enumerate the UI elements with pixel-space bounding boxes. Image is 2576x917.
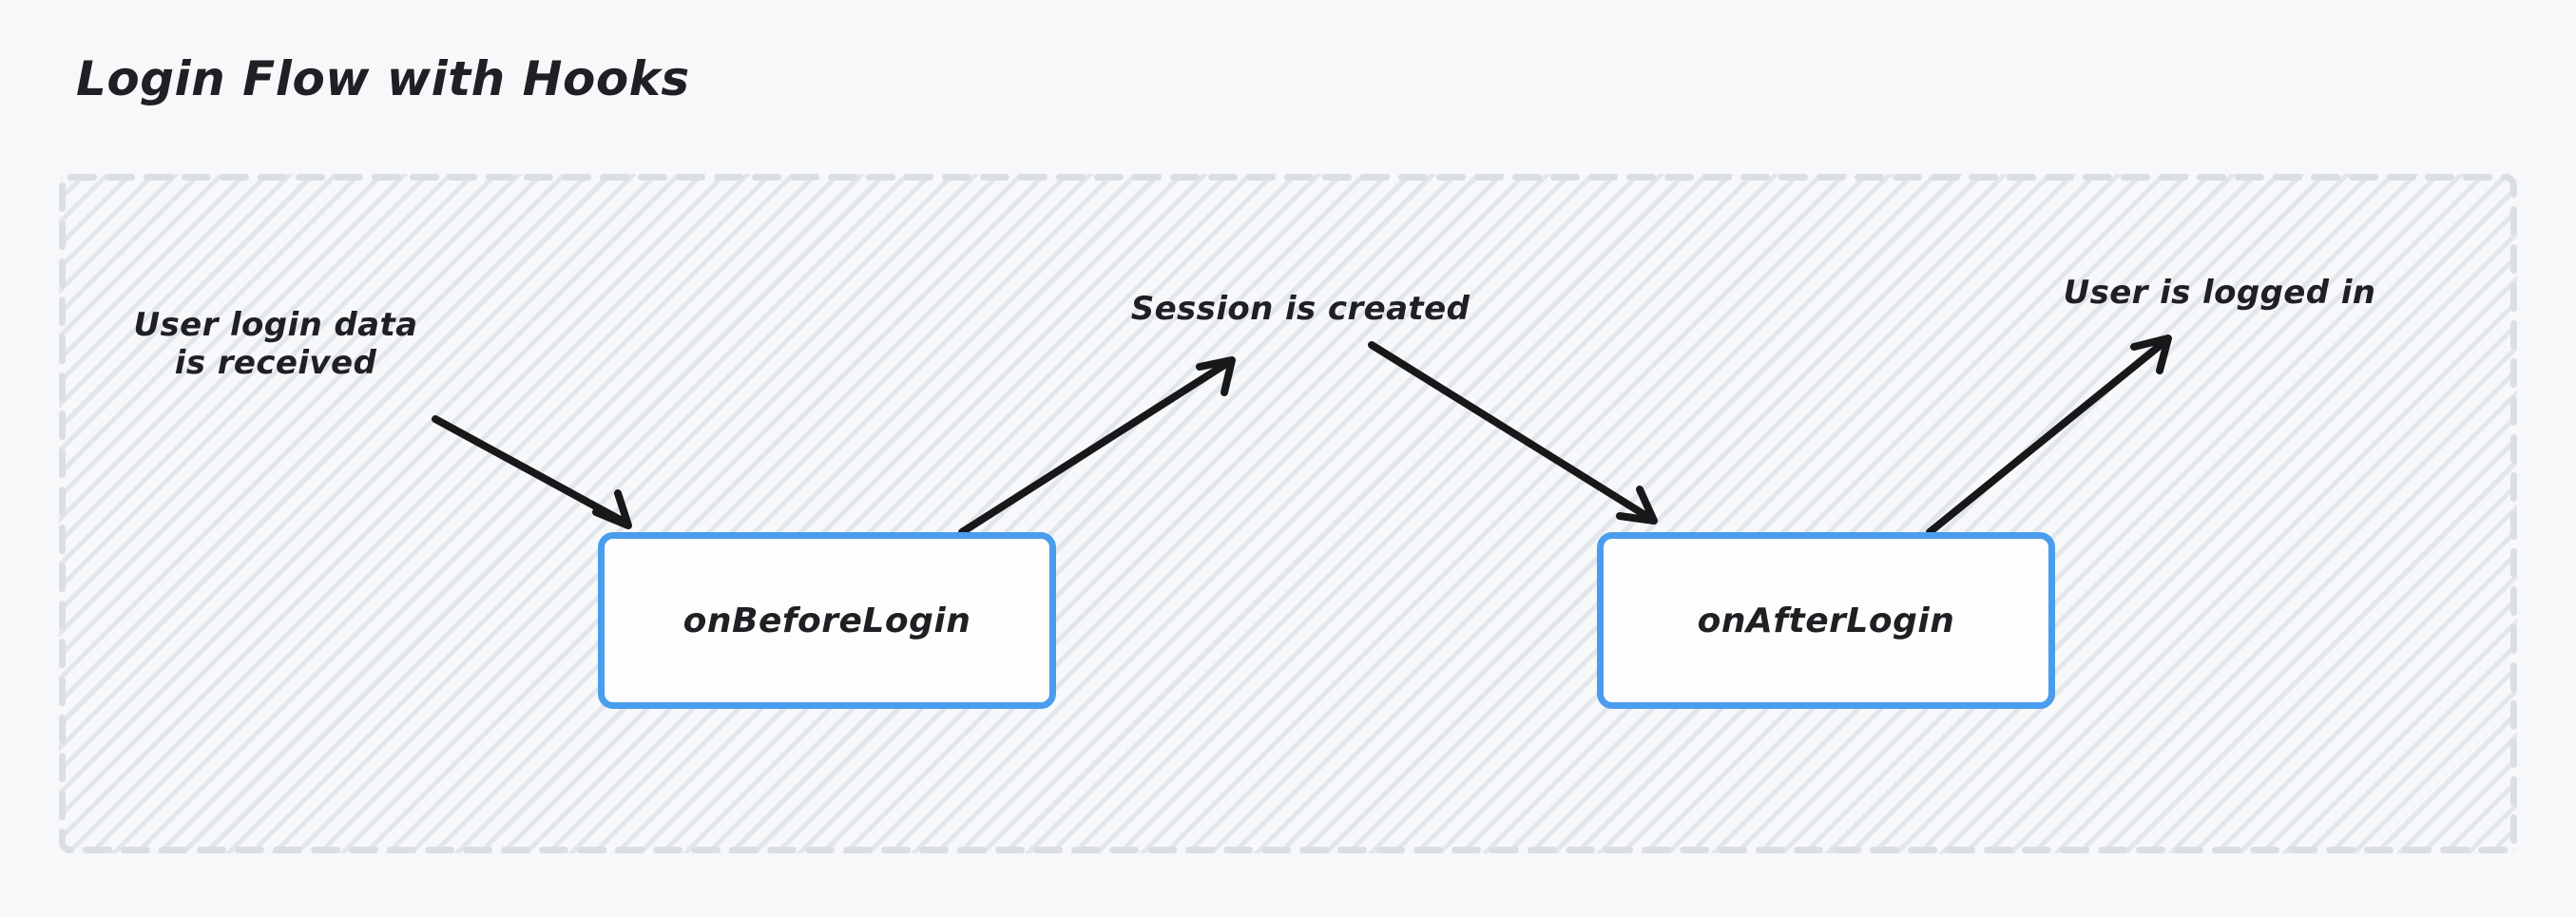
page-title: Login Flow with Hooks xyxy=(76,51,690,106)
node-on-before-login[interactable]: onBeforeLogin xyxy=(598,532,1056,709)
edge-label-user-login-data: User login data is received xyxy=(133,306,418,383)
node-on-after-login-label: onAfterLogin xyxy=(1697,601,1955,640)
edge-label-session-created: Session is created xyxy=(1130,290,1471,328)
edge-label-user-logged-in: User is logged in xyxy=(2063,274,2376,312)
node-on-after-login[interactable]: onAfterLogin xyxy=(1597,532,2055,709)
node-on-before-login-label: onBeforeLogin xyxy=(682,601,971,640)
